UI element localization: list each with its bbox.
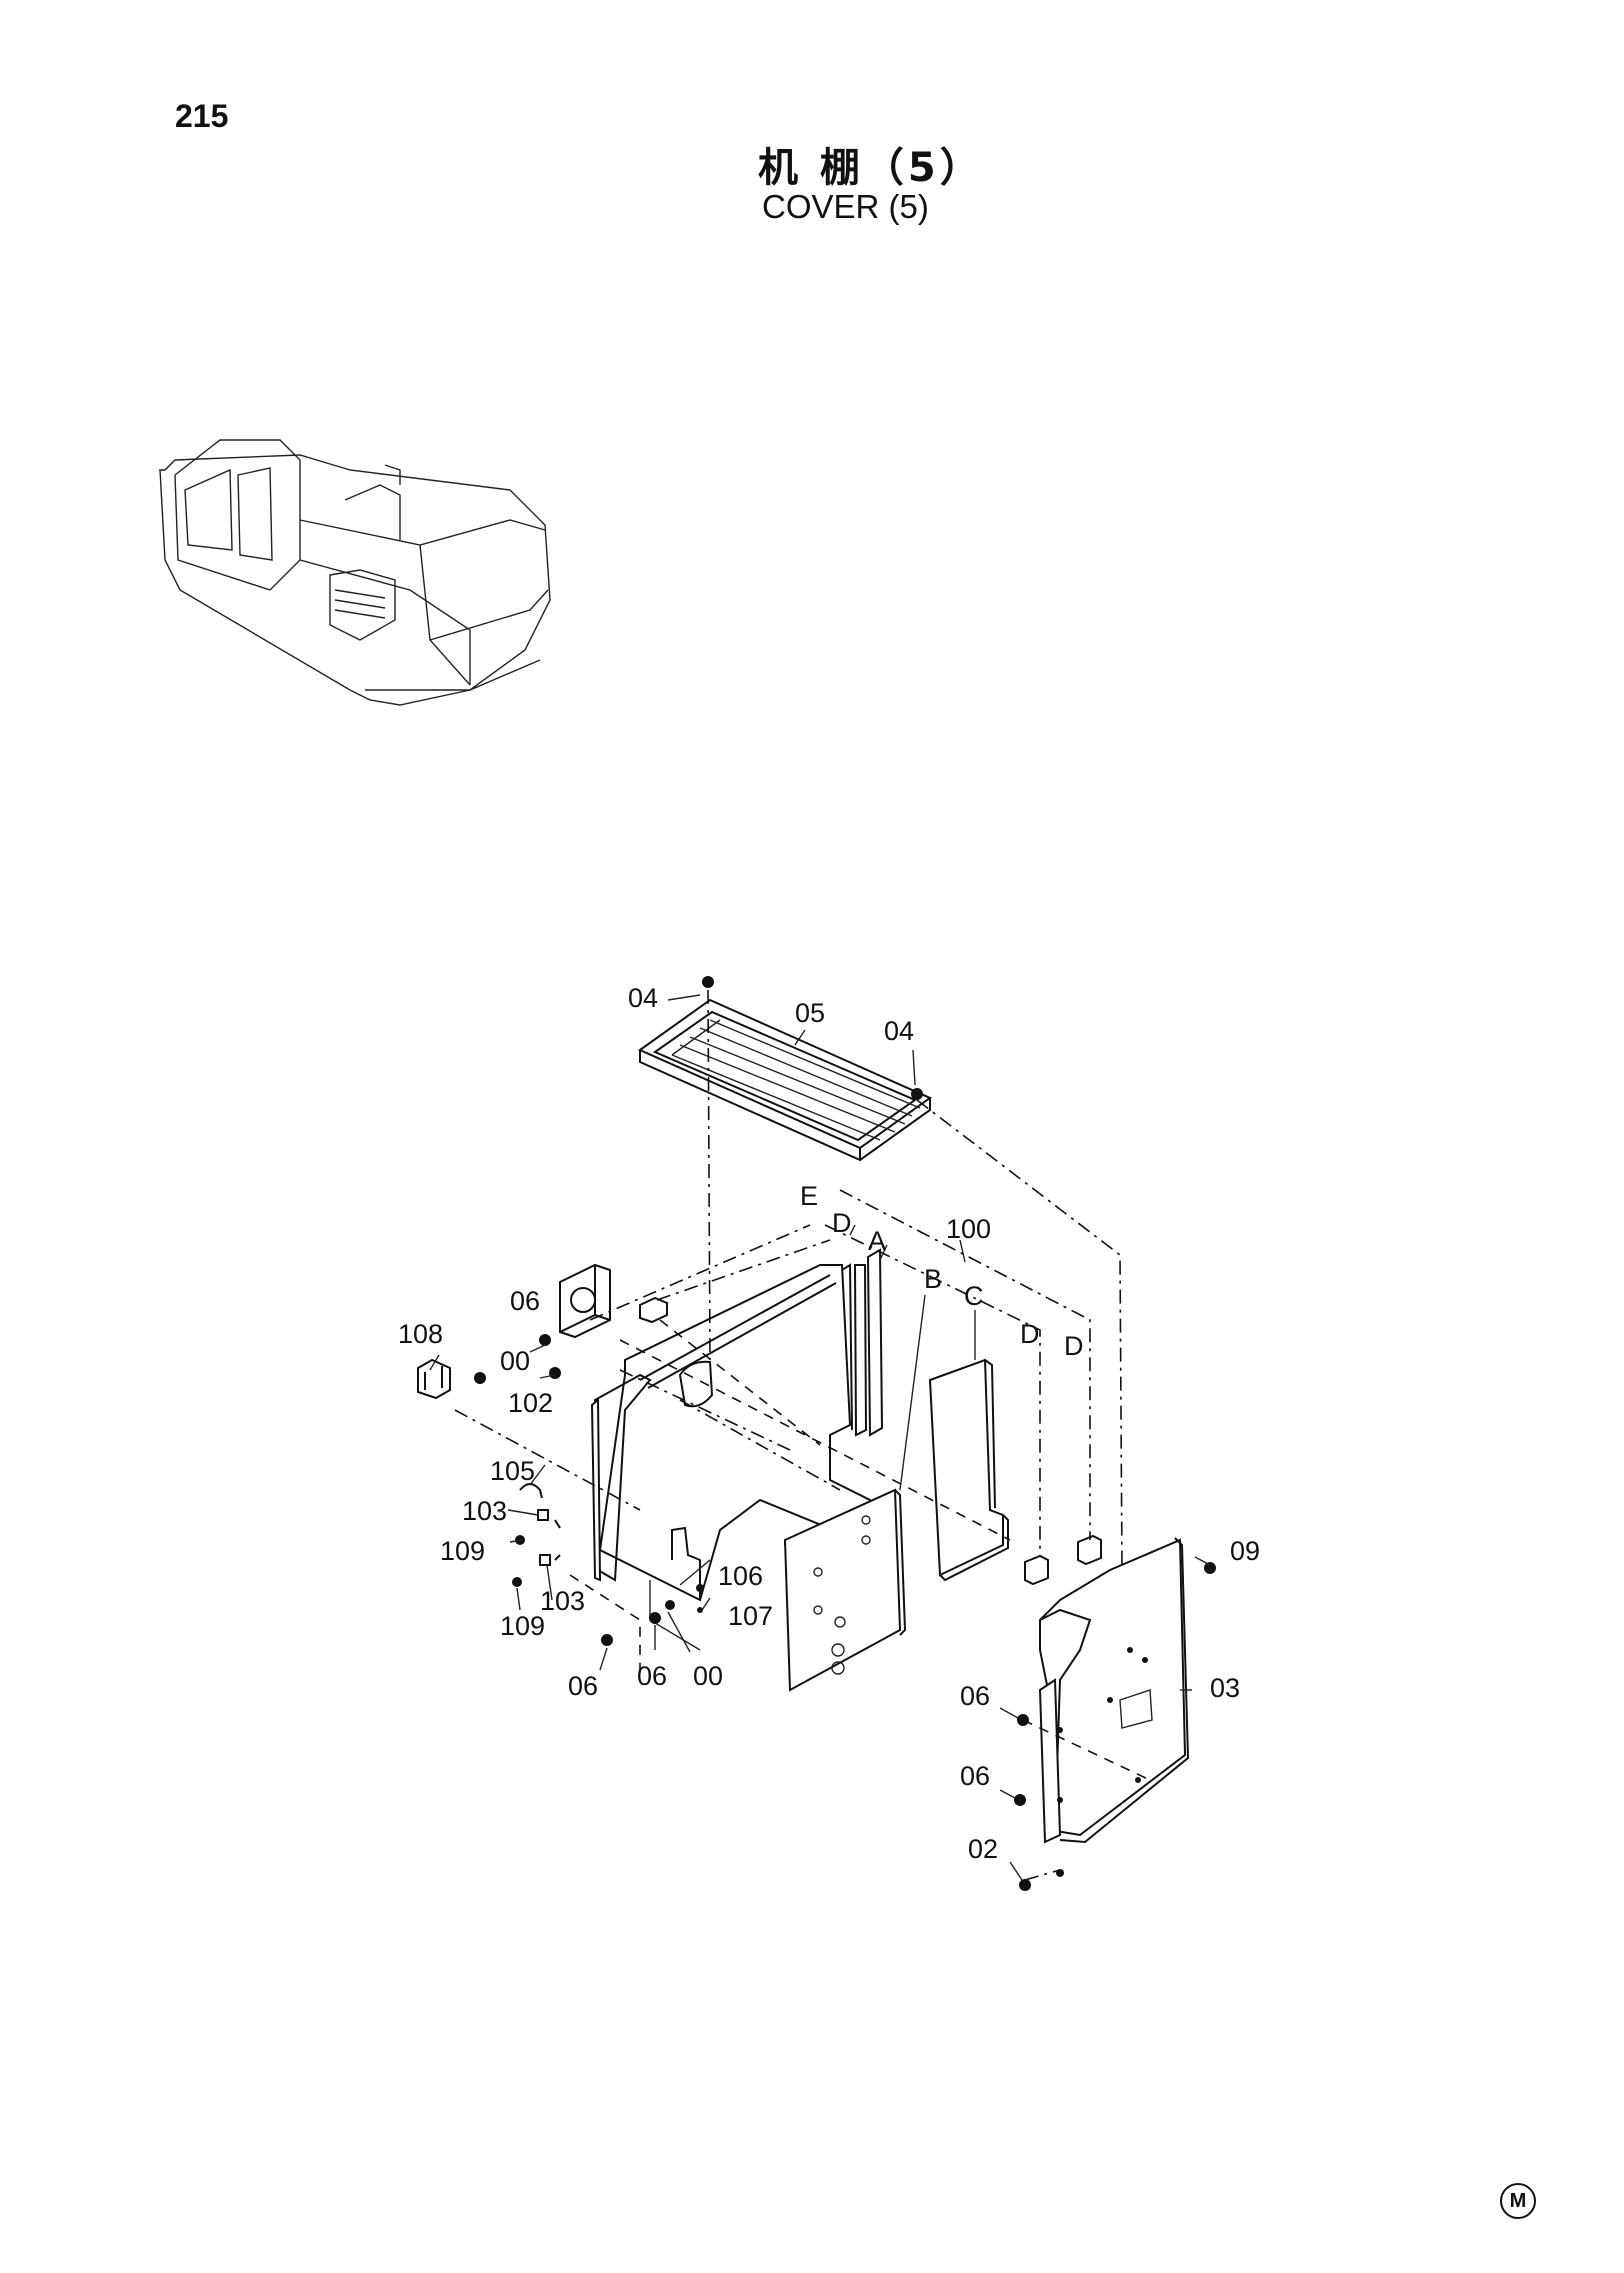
strip-a — [866, 1248, 884, 1437]
corner-mark: M — [1500, 2183, 1536, 2219]
plate-c — [928, 1358, 1009, 1582]
upper-bracket — [559, 1263, 668, 1339]
callout-06: 06 — [568, 1671, 598, 1701]
callout-103: 103 — [540, 1586, 585, 1616]
title-english: COVER (5) — [762, 188, 929, 225]
callout-107: 107 — [728, 1601, 773, 1631]
callout-105: 105 — [490, 1456, 535, 1486]
callout-03: 03 — [1210, 1673, 1240, 1703]
callout-02: 02 — [968, 1834, 998, 1864]
callout-04: 04 — [628, 983, 658, 1013]
callout-06: 06 — [960, 1761, 990, 1791]
callout-108: 108 — [398, 1319, 443, 1349]
plate-b — [783, 1488, 907, 1692]
right-side-panel — [1038, 1537, 1190, 1844]
callout-B: B — [924, 1264, 942, 1294]
callout-00: 00 — [693, 1661, 723, 1691]
callout-A: A — [868, 1226, 886, 1256]
callout-100: 100 — [946, 1214, 991, 1244]
callout-04: 04 — [884, 1016, 914, 1046]
callout-109: 109 — [440, 1536, 485, 1566]
assembly-lines — [454, 989, 1151, 1881]
page-number: 215 — [175, 98, 229, 134]
callout-06: 06 — [637, 1661, 667, 1691]
callout-06: 06 — [510, 1286, 540, 1316]
callout-D: D — [1064, 1331, 1084, 1361]
small-blocks — [1024, 1534, 1102, 1586]
callout-106: 106 — [718, 1561, 763, 1591]
top-grille — [637, 998, 933, 1162]
excavator-overview-icon — [158, 439, 551, 706]
leader-lines — [429, 994, 1211, 1881]
bracket-108 — [417, 1358, 451, 1400]
callout-102: 102 — [508, 1388, 553, 1418]
callout-06: 06 — [960, 1681, 990, 1711]
callout-labels: 04 05 04 E D A 100 B C D D 06 108 00 102… — [398, 983, 1260, 1864]
callout-D: D — [1020, 1319, 1040, 1349]
title-chinese: 机 棚（5） — [758, 145, 984, 191]
callout-05: 05 — [795, 998, 825, 1028]
callout-109: 109 — [500, 1611, 545, 1641]
callout-C: C — [964, 1281, 984, 1311]
clip-assembly — [519, 1483, 561, 1566]
callout-E: E — [800, 1181, 818, 1211]
callout-D: D — [832, 1208, 852, 1238]
callout-00: 00 — [500, 1346, 530, 1376]
callout-103: 103 — [462, 1496, 507, 1526]
callout-09: 09 — [1230, 1536, 1260, 1566]
